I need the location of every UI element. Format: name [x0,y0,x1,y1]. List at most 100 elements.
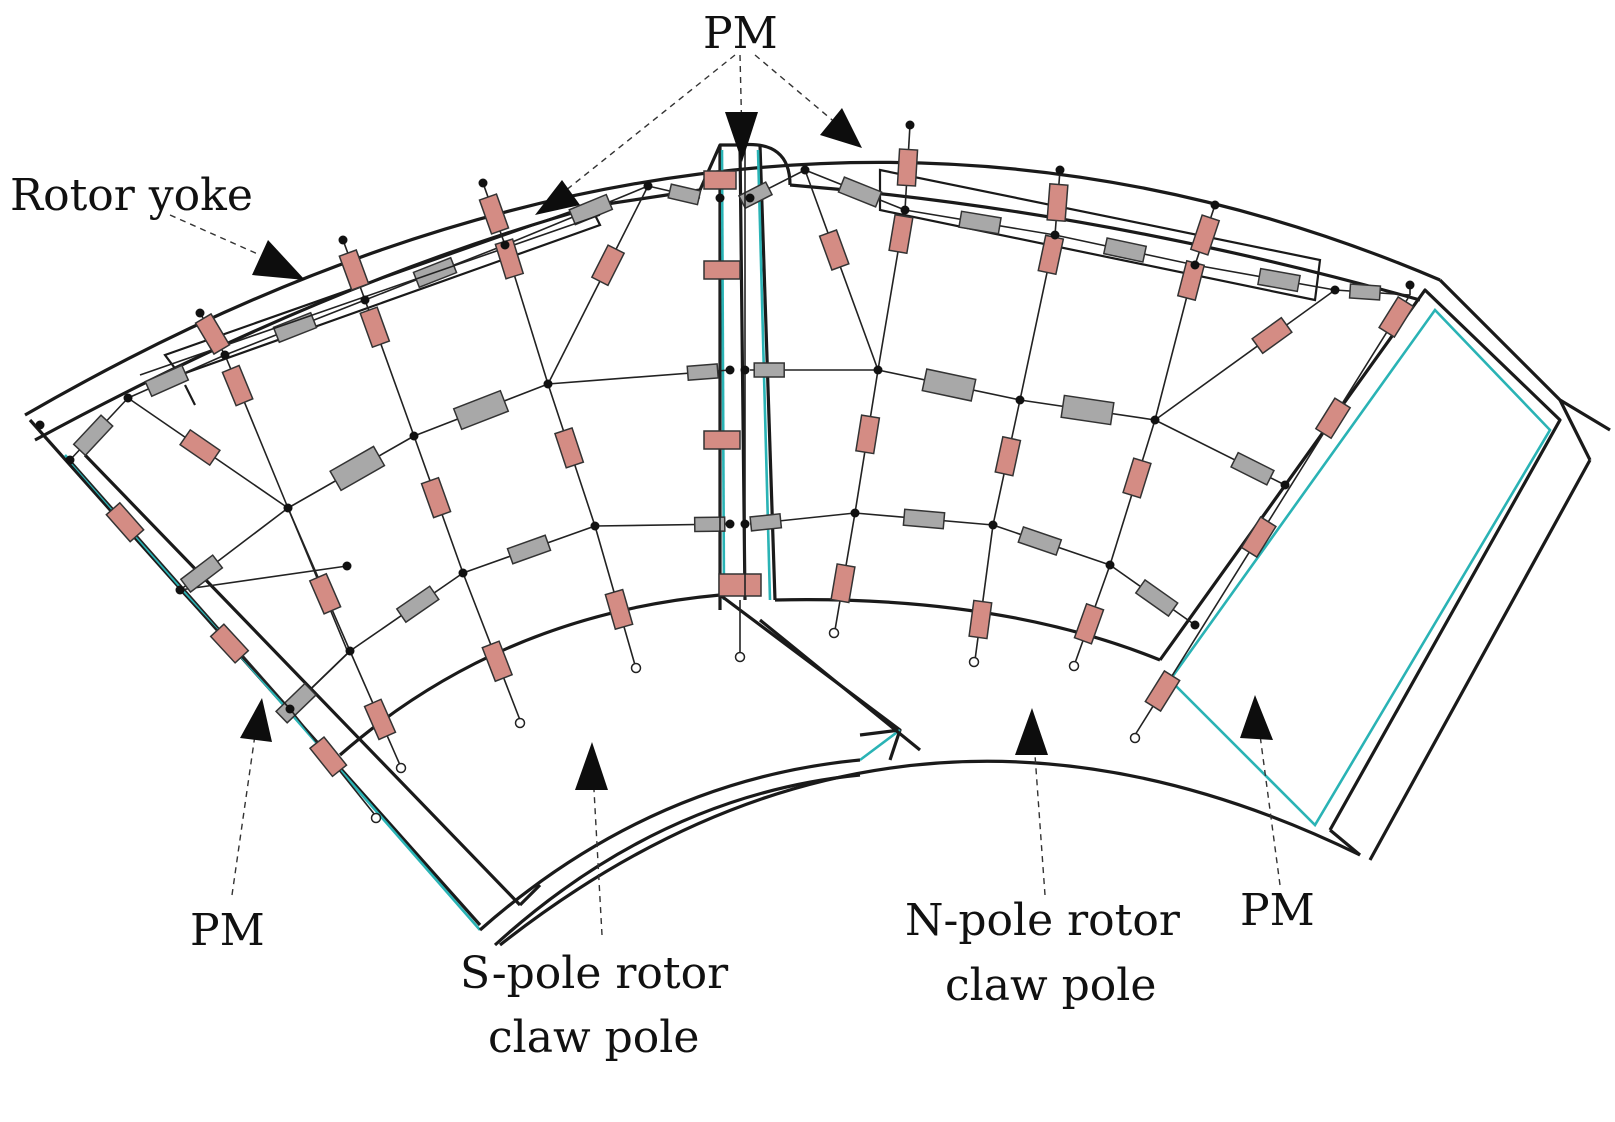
label-pm-left: PM [190,905,265,956]
iron-reluctance [1144,669,1181,713]
iron-reluctance [968,599,993,640]
s-pole-leader [593,789,603,936]
iron-reluctance [590,244,626,287]
network-node [800,165,810,175]
iron-reluctance [481,640,514,683]
network-node [65,455,75,465]
network-node [220,350,230,360]
iron-reluctance [830,563,856,604]
network-node [195,308,205,318]
network-terminal [630,662,642,674]
network-node [873,365,883,375]
iron-reluctance [1314,397,1352,440]
iron-reluctance [363,698,397,741]
labels: PM Rotor yoke PM S-pole rotor claw pole … [10,8,1315,1063]
rotor-yoke-leader [169,214,261,256]
label-n-pole-line2: claw pole [945,960,1156,1011]
network-node [500,240,510,250]
iron-reluctance [818,229,850,271]
iron-reluctance [888,213,914,255]
label-rotor-yoke: Rotor yoke [10,170,253,221]
network-node [283,503,293,513]
network-node [745,193,755,203]
network-node [900,205,910,215]
iron-reluctance [1189,214,1221,256]
iron-reluctance [1073,602,1105,645]
iron-reluctance [703,260,741,280]
network-node [175,585,185,595]
iron-reluctance [1037,234,1065,276]
network-node [1405,280,1415,290]
air-gap-reluctance [452,389,510,431]
air-gap-reluctance [272,311,318,344]
air-gap-reluctance [958,210,1002,235]
network-node [725,519,735,529]
label-s-pole-line1: S-pole rotor [460,948,729,999]
network-node [1050,230,1060,240]
reluctance-network [35,120,1415,824]
network-wire [1134,294,1411,736]
network-wire [804,169,879,371]
iron-reluctance [1251,316,1293,355]
label-pm-right: PM [1240,885,1315,936]
network-node [590,521,600,531]
air-gap-reluctance [274,682,318,724]
network-wire [69,459,291,710]
network-node [342,561,352,571]
network-terminal [370,812,382,824]
network-node [1105,560,1115,570]
iron-reluctance [1378,295,1415,339]
network-node [1055,165,1065,175]
air-gap-reluctance [667,183,702,206]
network-terminal [734,651,746,663]
iron-reluctance [855,414,881,455]
iron-reluctance [308,572,342,615]
air-gap-reluctance [506,534,552,565]
network-node [1015,395,1025,405]
iron-reluctance [308,735,348,778]
network-node [345,646,355,656]
air-gap-reluctance [72,414,114,457]
iron-reluctance [703,430,741,450]
air-gap-reluctance [395,585,440,624]
network-terminal [514,717,526,729]
iron-reluctance [554,427,585,469]
network-node [338,235,348,245]
network-terminal [1129,732,1141,744]
pm-top-arrow-2 [725,112,758,162]
air-gap-reluctance [179,554,224,594]
pm-top-arrow-3 [820,108,862,148]
air-gap-reluctance [1257,267,1301,293]
iron-reluctance [359,306,391,349]
air-gap-reluctance [1017,526,1063,556]
iron-reluctance [338,249,370,291]
network-node [1330,285,1340,295]
network-wire [547,185,649,385]
network-node [725,365,735,375]
network-node [643,181,653,191]
network-node [850,508,860,518]
iron-reluctance [420,476,452,519]
air-gap-reluctance [902,508,946,530]
n-pole-arrow [1015,708,1048,755]
iron-reluctance [1240,515,1277,559]
iron-reluctance [703,170,737,190]
network-terminal [968,656,980,668]
air-gap-reluctance [693,516,726,533]
annotation-leaders [169,54,1281,936]
pm-left-arrow [240,698,272,742]
network-node [740,519,750,529]
network-node [1190,260,1200,270]
network-node [458,568,468,578]
network-node [35,420,45,430]
network-node [123,393,133,403]
iron-reluctance [221,364,254,407]
rotor-yoke-arrow [252,240,305,280]
label-n-pole-line1: N-pole rotor [905,895,1181,946]
label-s-pole-line2: claw pole [488,1012,699,1063]
iron-reluctance [105,501,145,543]
iron-reluctance [478,193,510,235]
network-node [1150,415,1160,425]
network-node [1280,480,1290,490]
iron-reluctance [994,435,1022,477]
